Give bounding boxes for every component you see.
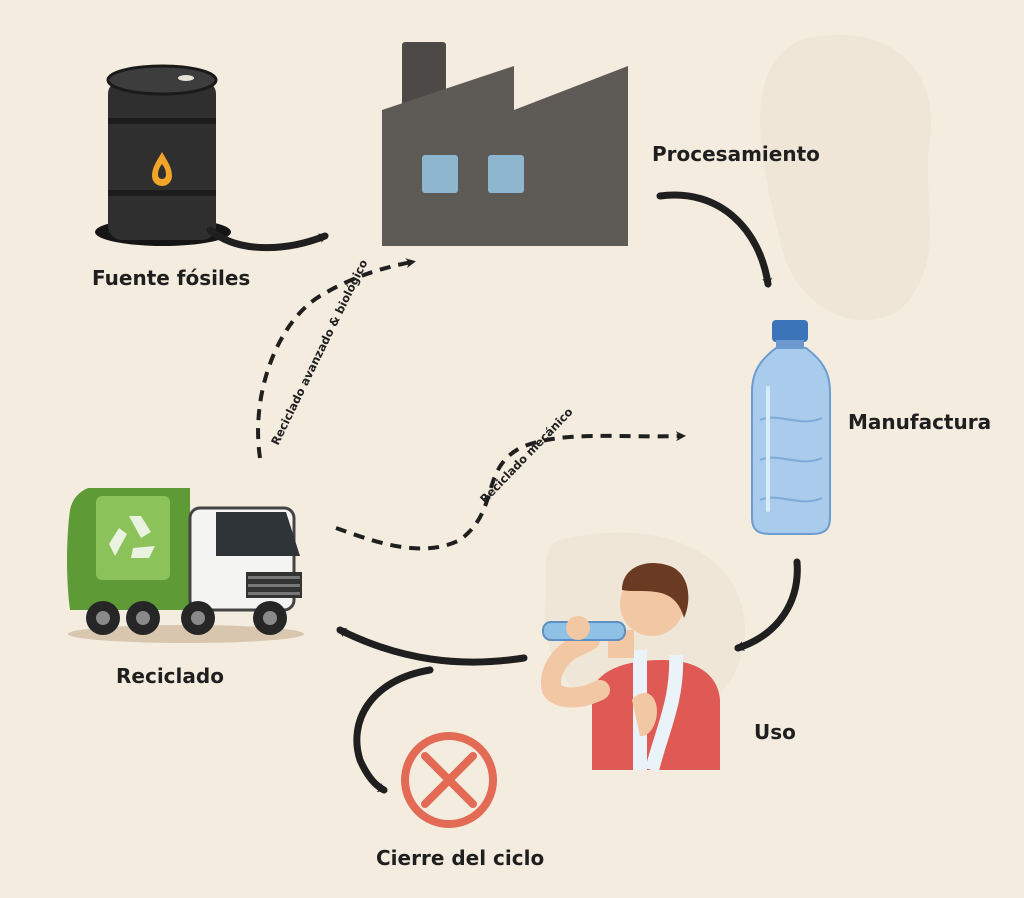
person-drinking-icon: [541, 563, 720, 772]
arrow-advanced-recycling: [256, 258, 416, 459]
background-blob: [760, 34, 932, 321]
oil-barrel-icon: [95, 64, 231, 246]
label-fossil-source: Fuente fósiles: [92, 266, 251, 290]
cancel-x-icon: [401, 732, 497, 828]
arrow-use-to-recycling: [336, 626, 528, 666]
edge-label-mechanical: Reciclado mecánico: [477, 405, 576, 506]
label-processing: Procesamiento: [652, 142, 820, 166]
label-cycle-closure: Cierre del ciclo: [376, 846, 545, 870]
arrow-manufacturing-to-use: [734, 558, 801, 652]
arrow-processing-to-manufacturing: [656, 191, 773, 288]
plastic-bottle-icon: [751, 320, 831, 535]
factory-icon: [382, 42, 628, 246]
label-recycling: Reciclado: [116, 664, 224, 688]
label-use: Uso: [754, 720, 796, 744]
recycle-symbol: [109, 516, 155, 558]
arrow-mechanical-recycling: [335, 431, 686, 551]
label-manufacturing: Manufactura: [848, 410, 992, 434]
edge-label-advanced: Reciclado avanzado & biológico: [268, 257, 370, 447]
garbage-truck-icon: [67, 488, 304, 643]
arrow-fossil-to-processing: [206, 226, 329, 252]
arrow-to-closure: [353, 666, 434, 794]
